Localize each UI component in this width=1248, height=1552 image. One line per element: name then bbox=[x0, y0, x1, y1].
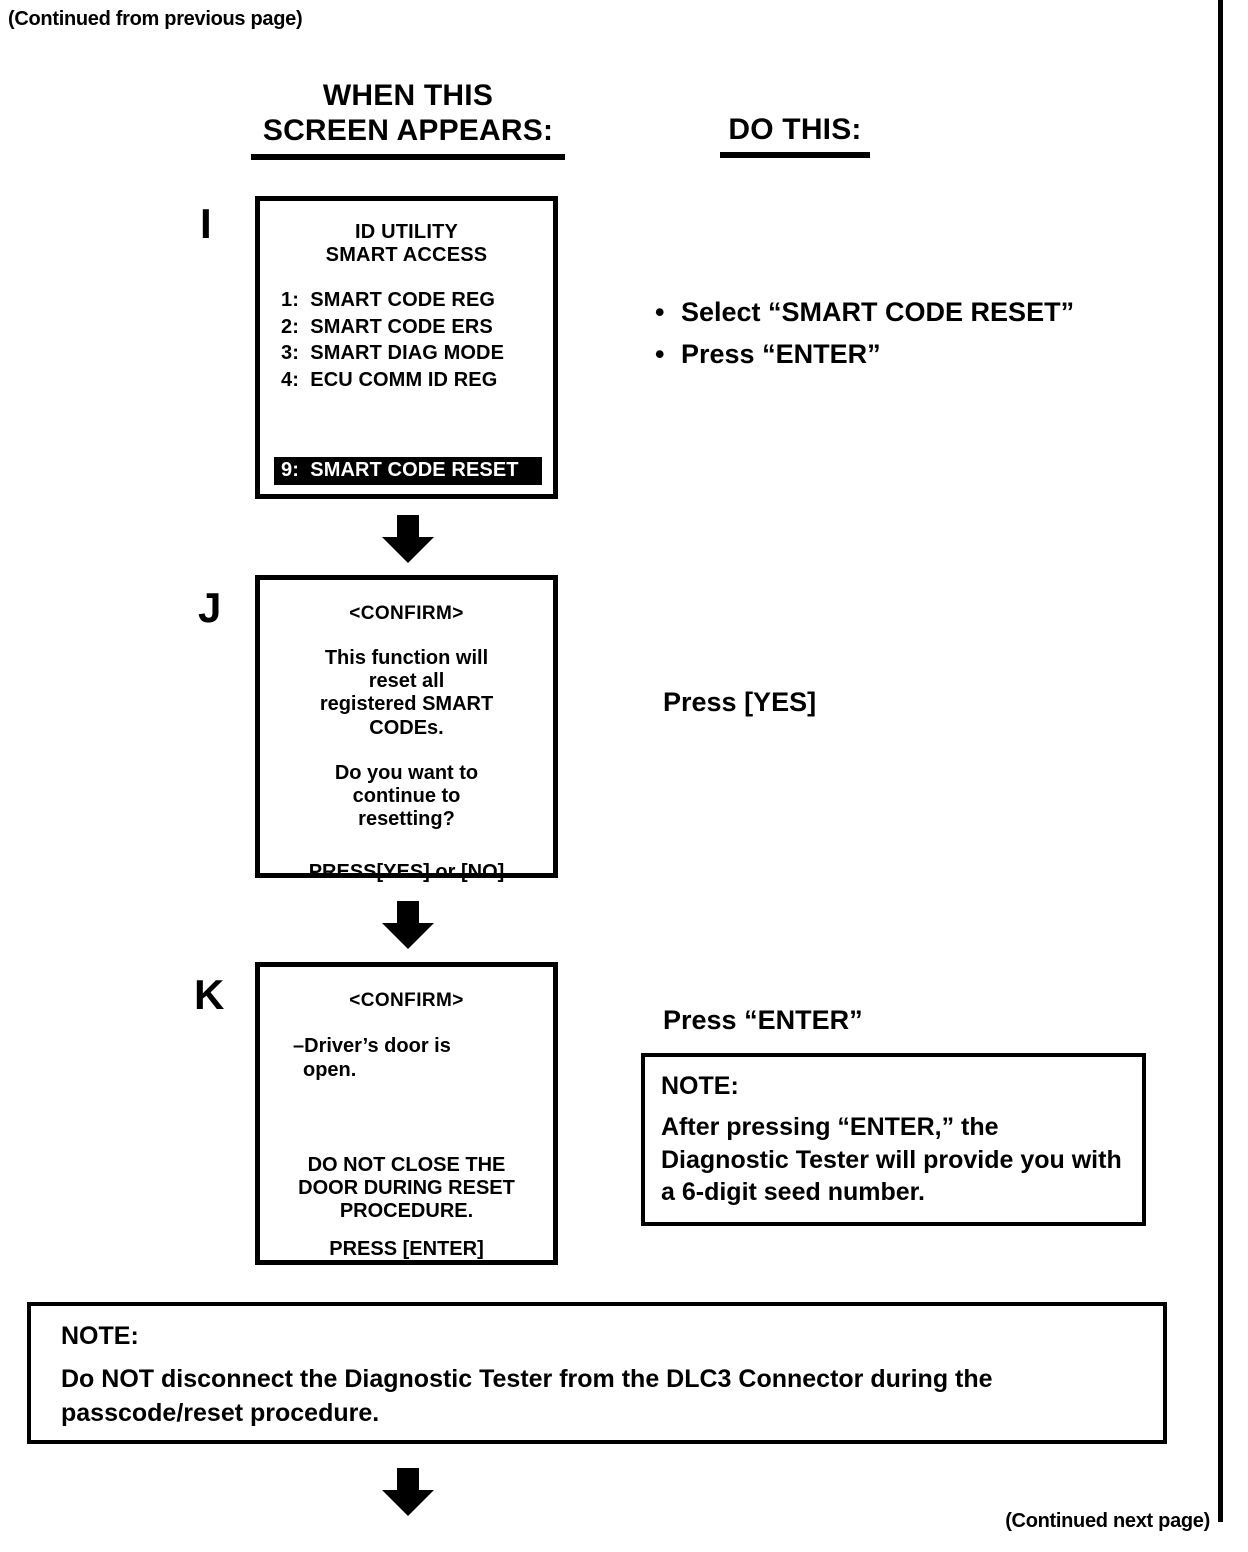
arrow-head bbox=[382, 923, 434, 949]
continued-from-previous-page-label: (Continued from previous page) bbox=[8, 8, 303, 30]
menu-item[interactable]: 2: SMART CODE ERS bbox=[281, 315, 493, 338]
note-body: Do NOT disconnect the Diagnostic Tester … bbox=[61, 1365, 993, 1428]
header-line-2: SCREEN APPEARS: bbox=[262, 114, 554, 148]
menu-item[interactable]: 3: SMART DIAG MODE bbox=[281, 342, 505, 365]
arrow-head bbox=[382, 537, 434, 563]
step-k-instruction: Press “ENTER” bbox=[663, 1005, 863, 1035]
instruction-bullet-row: • Press “ENTER” bbox=[655, 334, 1175, 376]
arrow-shaft bbox=[397, 901, 419, 925]
tester-screen-confirm-reset: <CONFIRM> This function will reset all r… bbox=[255, 575, 558, 883]
message-line: CODEs. bbox=[369, 716, 444, 739]
do-this-label: DO THIS: bbox=[728, 113, 862, 146]
do-this-underline bbox=[720, 152, 870, 159]
screen-warning-message: DO NOT CLOSE THE DOOR DURING RESET PROCE… bbox=[260, 1154, 553, 1224]
step-j-instruction: Press [YES] bbox=[663, 687, 817, 717]
menu-item[interactable]: 1: SMART CODE REG bbox=[281, 289, 496, 312]
flow-arrow-down-icon bbox=[382, 901, 434, 949]
note-title: NOTE: bbox=[661, 1072, 739, 1100]
header-line-1: WHEN THIS bbox=[322, 79, 494, 112]
screen-title-line-1: ID UTILITY bbox=[354, 221, 459, 243]
message-line: Do you want to bbox=[334, 761, 479, 784]
screen-menu-list: 1: SMART CODE REG 2: SMART CODE ERS 3: S… bbox=[260, 287, 553, 393]
status-line: open. bbox=[303, 1059, 357, 1082]
page-edge-rule bbox=[1218, 0, 1223, 1522]
instruction-bullet-row: • Select “SMART CODE RESET” bbox=[655, 292, 1175, 334]
warning-line: DOOR DURING RESET bbox=[298, 1177, 515, 1200]
bullet-icon: • bbox=[655, 297, 665, 327]
arrow-head bbox=[382, 1490, 434, 1516]
when-this-screen-appears-header: WHEN THIS SCREEN APPEARS: bbox=[243, 78, 573, 160]
tester-screen-id-utility: ID UTILITY SMART ACCESS 1: SMART CODE RE… bbox=[255, 196, 558, 499]
note-body: After pressing “ENTER,” the Diagnostic T… bbox=[661, 1113, 1122, 1207]
tester-screen-confirm-door: <CONFIRM> –Driver’s door is open. DO NOT… bbox=[255, 962, 558, 1265]
message-line: reset all bbox=[368, 670, 445, 693]
header-underline bbox=[251, 153, 565, 160]
message-line: This function will bbox=[324, 647, 489, 670]
note-title: NOTE: bbox=[61, 1322, 139, 1350]
flow-arrow-down-icon bbox=[382, 1468, 434, 1516]
note-box-do-not-disconnect: NOTE: Do NOT disconnect the Diagnostic T… bbox=[27, 1302, 1167, 1444]
bullet-icon: • bbox=[655, 338, 665, 369]
do-this-header: DO THIS: bbox=[660, 112, 930, 159]
screen-confirm-header: <CONFIRM> bbox=[349, 603, 464, 624]
message-line: continue to bbox=[352, 784, 461, 807]
instruction-text: Select “SMART CODE RESET” bbox=[681, 297, 1075, 327]
flow-arrow-down-icon bbox=[382, 515, 434, 563]
screen-prompt: PRESS [ENTER] bbox=[329, 1237, 484, 1260]
screen-message-paragraph-2: Do you want to continue to resetting? bbox=[260, 762, 553, 832]
arrow-shaft bbox=[397, 1468, 419, 1492]
warning-line: DO NOT CLOSE THE bbox=[307, 1154, 506, 1177]
screen-status-message: –Driver’s door is open. bbox=[260, 1034, 553, 1082]
note-box-seed-number: NOTE: After pressing “ENTER,” the Diagno… bbox=[641, 1053, 1146, 1226]
screen-title-line-2: SMART ACCESS bbox=[325, 244, 488, 267]
continued-next-page-label: (Continued next page) bbox=[1005, 1510, 1210, 1532]
screen-title: ID UTILITY SMART ACCESS bbox=[260, 221, 553, 267]
step-letter-k: K bbox=[194, 971, 225, 1018]
menu-item[interactable]: 4: ECU COMM ID REG bbox=[281, 368, 498, 391]
message-line: registered SMART bbox=[319, 693, 494, 716]
screen-confirm-header: <CONFIRM> bbox=[349, 990, 464, 1011]
arrow-shaft bbox=[397, 515, 419, 539]
step-i-instructions: • Select “SMART CODE RESET” • Press “ENTER… bbox=[655, 292, 1175, 376]
warning-line: PROCEDURE. bbox=[339, 1200, 474, 1223]
screen-message-paragraph-1: This function will reset all registered … bbox=[260, 647, 553, 740]
step-letter-i: I bbox=[200, 200, 212, 247]
step-letter-j: J bbox=[198, 584, 222, 631]
instruction-text: Press “ENTER” bbox=[681, 338, 881, 369]
status-line: –Driver’s door is bbox=[293, 1035, 451, 1058]
menu-item-smart-code-reset-selected[interactable]: 9: SMART CODE RESET bbox=[274, 457, 542, 485]
screen-prompt: PRESS[YES] or [NO] bbox=[308, 861, 505, 884]
message-line: resetting? bbox=[358, 808, 455, 831]
